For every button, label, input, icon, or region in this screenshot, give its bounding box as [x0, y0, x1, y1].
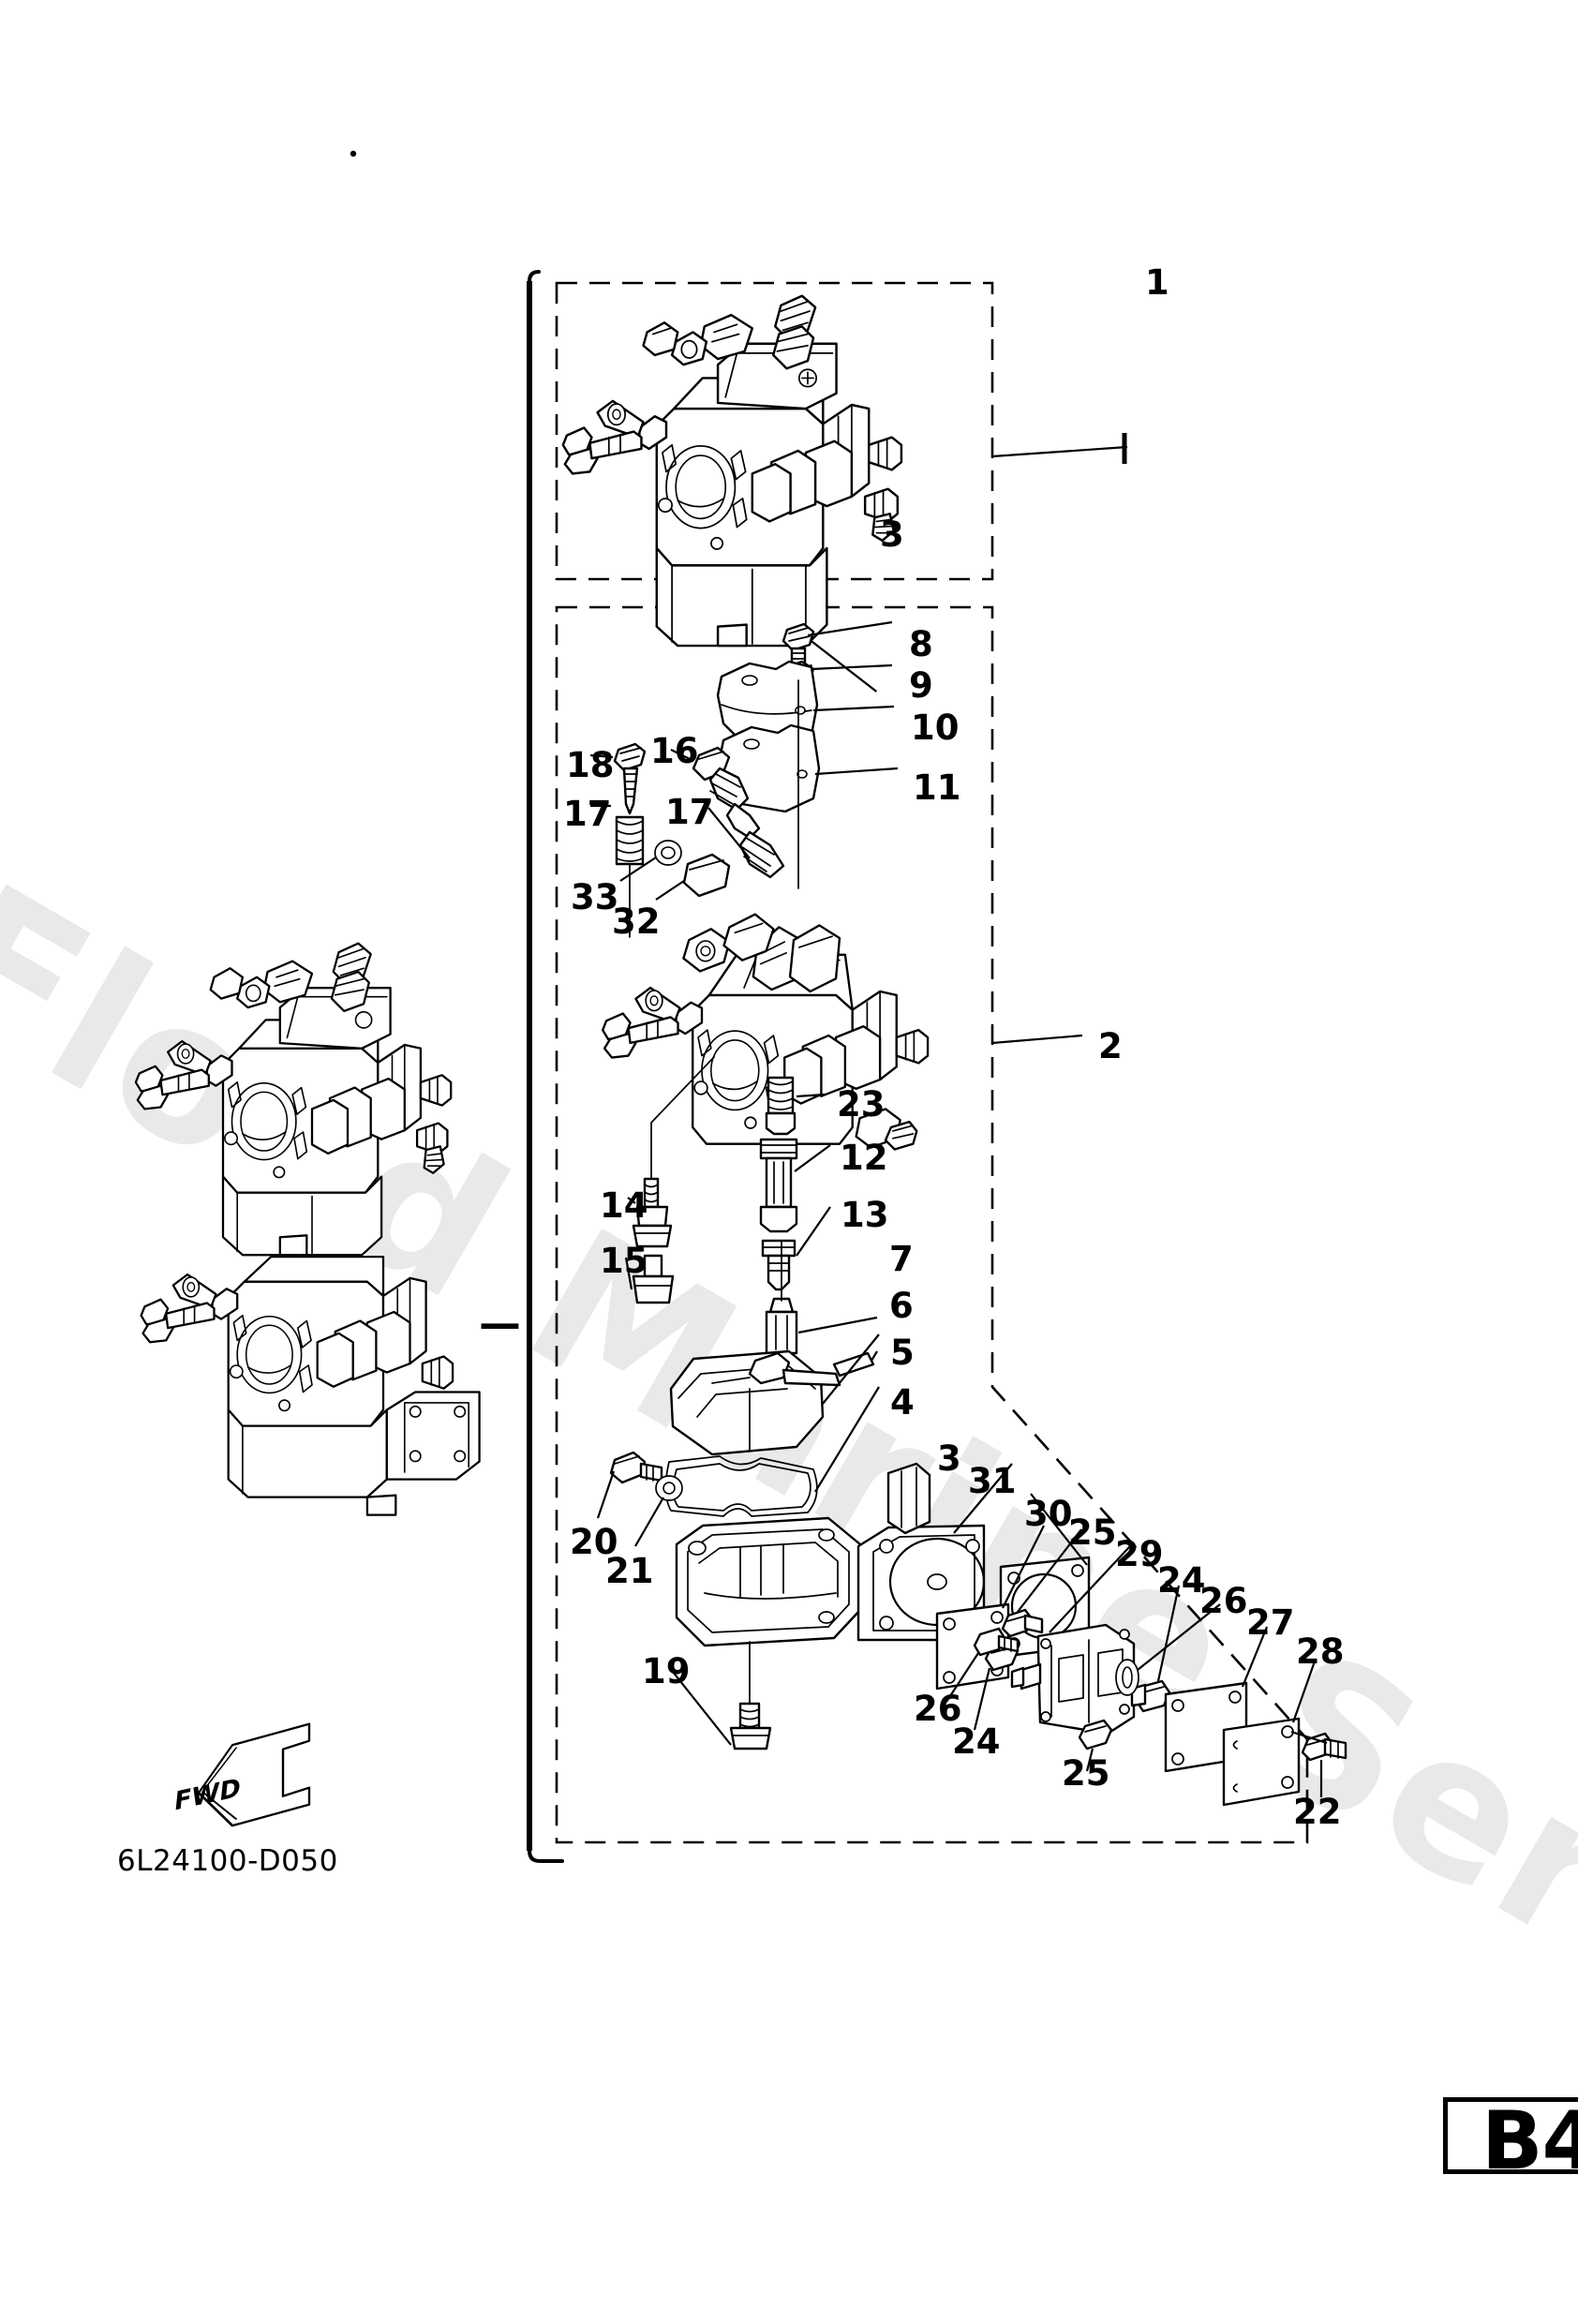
callout-17-right: 17	[665, 792, 714, 832]
part-15-plug	[624, 1254, 675, 1304]
callout-18: 18	[566, 745, 615, 785]
callout-32: 32	[612, 901, 661, 942]
part-16-pilot-screw	[670, 746, 761, 840]
part-12-main-jet	[759, 1138, 831, 1233]
callout-28: 28	[1296, 1631, 1345, 1672]
callout-3-bowl: 3	[937, 1438, 961, 1479]
part-21-washer	[634, 1475, 683, 1547]
callout-25-upper: 25	[1068, 1512, 1117, 1553]
callout-3-top: 3	[880, 514, 904, 555]
part-33-oring	[619, 840, 682, 882]
callout-7: 7	[889, 1239, 914, 1279]
callout-17-left: 17	[563, 794, 612, 834]
callout-2: 2	[1098, 1026, 1123, 1066]
part-4-bowl-gasket	[664, 1386, 880, 1517]
part-8-screw	[782, 620, 893, 671]
part-28-cover-plate	[1222, 1658, 1317, 1807]
part-5-float	[669, 1333, 880, 1456]
callout-4: 4	[890, 1382, 915, 1423]
callout-14: 14	[600, 1185, 648, 1226]
part-18-screw	[589, 742, 647, 815]
callout-20: 20	[570, 1522, 618, 1562]
page-code-text: B4	[1481, 2094, 1578, 2188]
part-19-drain-screw	[672, 1671, 772, 1750]
part-13-jet-holder	[761, 1206, 831, 1291]
part-17-spring-right	[707, 807, 785, 879]
part-26-screw-left	[945, 1627, 1020, 1703]
callout-6: 6	[889, 1286, 914, 1326]
part-29-pump-body	[1010, 1545, 1136, 1736]
part-26-oring-right	[1115, 1603, 1221, 1696]
page-code-box: B4	[1443, 2094, 1578, 2188]
part-22-screw	[1290, 1730, 1347, 1797]
callout-25-lower: 25	[1062, 1753, 1110, 1794]
part-25-screw-upper	[1001, 1528, 1082, 1638]
callout-26-right: 26	[1199, 1581, 1248, 1621]
callout-16: 16	[650, 731, 699, 771]
callout-24-right: 24	[1157, 1560, 1206, 1601]
callout-10: 10	[911, 708, 960, 748]
callout-9: 9	[909, 665, 933, 706]
callout-15: 15	[600, 1241, 648, 1281]
callout-30: 30	[1024, 1494, 1073, 1534]
callout-31: 31	[968, 1461, 1017, 1501]
part-24-screw-right	[1130, 1585, 1181, 1713]
callout-27: 27	[1246, 1602, 1295, 1643]
part-23-spring	[765, 1076, 826, 1136]
part-14-jet	[627, 1056, 715, 1248]
part-25-screw-lower	[1078, 1719, 1113, 1772]
callout-5: 5	[890, 1333, 915, 1373]
dual-carburetor-stack	[134, 942, 519, 1516]
part-32-needle-valve	[655, 853, 731, 901]
callout-19: 19	[642, 1651, 691, 1691]
callout-11: 11	[913, 767, 961, 808]
callout-24-left: 24	[952, 1721, 1001, 1762]
callout-12: 12	[840, 1138, 888, 1178]
callout-22: 22	[1293, 1792, 1342, 1832]
part-20-bolt	[596, 1451, 663, 1519]
fwd-arrow-icon	[197, 1722, 311, 1827]
callout-1: 1	[1145, 262, 1169, 303]
callout-29: 29	[1115, 1534, 1164, 1574]
callout-23: 23	[837, 1084, 886, 1125]
carburetor-assembly-top	[561, 294, 903, 693]
callout-26-left: 26	[914, 1689, 962, 1729]
callout-8: 8	[909, 624, 933, 664]
part-code-label: 6L24100-D050	[117, 1844, 338, 1878]
part-17-spring-left	[590, 804, 645, 938]
callout-21: 21	[605, 1551, 654, 1591]
callout-33: 33	[571, 877, 619, 917]
callout-13: 13	[841, 1195, 889, 1235]
